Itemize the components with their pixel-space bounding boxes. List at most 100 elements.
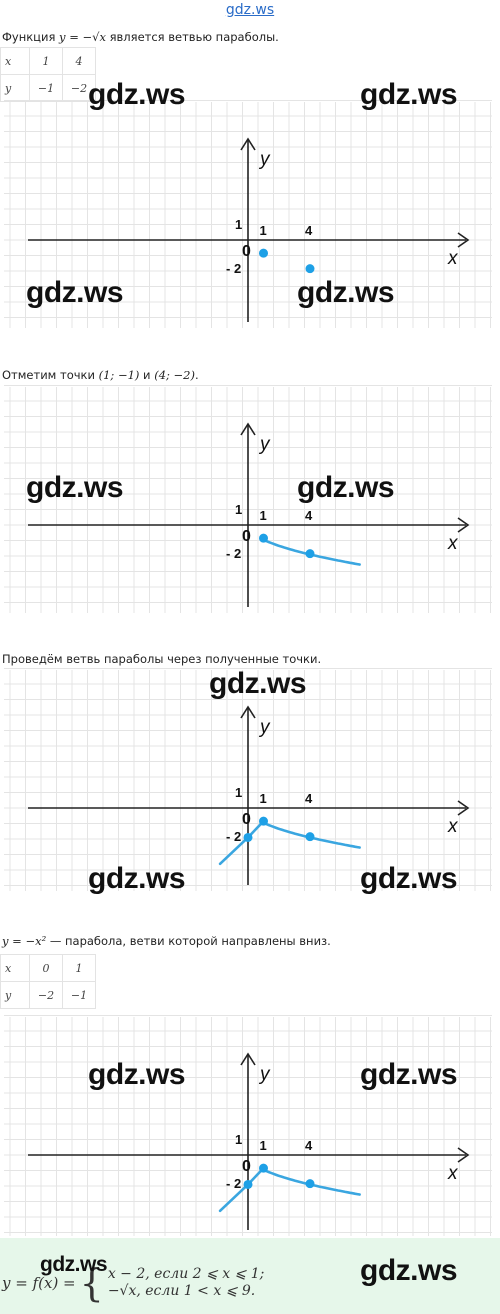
table-row: x 0 1 xyxy=(0,954,96,982)
step2-prefix: Отметим точки xyxy=(2,368,99,382)
point-0-m2 xyxy=(243,832,253,842)
tick-label-x4: 4 xyxy=(305,508,313,523)
answer-formula: y = f(x) = { x − 2, если 2 ⩽ x ⩽ 1; −√x,… xyxy=(2,1264,264,1302)
tick-label-x1: 1 xyxy=(260,508,267,523)
tick-label-ym2: - 2 xyxy=(226,261,241,276)
step1-prefix: Функция xyxy=(2,30,60,44)
watermark: gdz.ws xyxy=(88,862,186,895)
step1-text: Функция y = −√x является ветвью параболы… xyxy=(2,30,279,44)
tick-label-x4: 4 xyxy=(305,1138,313,1153)
table-cell: 4 xyxy=(62,47,96,75)
table-cell: y xyxy=(0,981,30,1009)
watermark: gdz.ws xyxy=(360,1058,458,1091)
x-axis-arrow xyxy=(457,517,470,533)
watermark: gdz.ws xyxy=(88,1058,186,1091)
step2-point1: (1; −1) xyxy=(98,368,140,382)
tick-label-y1: 1 xyxy=(235,217,242,232)
step2-and: и xyxy=(139,368,155,382)
x-axis-arrow xyxy=(457,232,470,248)
point-4-m2 xyxy=(305,832,315,842)
origin-label: 0 xyxy=(242,1158,251,1175)
x-axis-label: x xyxy=(447,533,459,554)
x-axis-label: x xyxy=(447,248,459,269)
answer-case-1: x − 2, если 2 ⩽ x ⩽ 1; xyxy=(107,1266,265,1282)
graph-both-branches: y x 01 4 1 - 2 xyxy=(4,668,492,891)
tick-label-ym2: - 2 xyxy=(226,546,241,561)
step1-suffix: является ветвью параболы. xyxy=(105,30,279,44)
point-1-m1 xyxy=(259,248,268,258)
watermark: gdz.ws xyxy=(26,471,124,504)
step4-value-table: x 0 1 y −2 −1 xyxy=(0,954,96,1009)
table-row: y −1 −2 xyxy=(0,74,96,102)
y-axis-label: y xyxy=(258,717,271,738)
table-row: y −2 −1 xyxy=(0,981,96,1009)
step4-suffix: — парабола, ветви которой направлены вни… xyxy=(46,934,331,948)
answer-box xyxy=(0,1238,500,1314)
point-1-m1 xyxy=(259,533,268,543)
graph-final: y x 01 4 1 - 2 xyxy=(4,1015,492,1236)
point-4-m2 xyxy=(305,549,315,559)
origin-label: 0 xyxy=(242,528,251,545)
point-1-m1 xyxy=(259,1163,268,1173)
step1-value-table: x 1 4 y −1 −2 xyxy=(0,47,96,102)
answer-lhs: y = f(x) = xyxy=(2,1274,76,1292)
y-axis-arrow xyxy=(240,1052,256,1066)
y-axis-label: y xyxy=(258,1064,271,1085)
step4-formula: y = −x² xyxy=(2,934,47,948)
x-axis-label: x xyxy=(447,1163,459,1184)
tick-label-x4: 4 xyxy=(305,223,313,238)
table-cell: x xyxy=(0,954,30,982)
step2-point2: (4; −2) xyxy=(154,368,195,382)
point-4-m2 xyxy=(305,1179,315,1189)
tick-label-ym2: - 2 xyxy=(226,829,241,844)
watermark: gdz.ws xyxy=(40,1253,108,1276)
watermark: gdz.ws xyxy=(360,78,458,111)
watermark: gdz.ws xyxy=(297,471,395,504)
site-title-link[interactable]: gdz.ws xyxy=(225,2,275,18)
point-4-m2 xyxy=(305,264,315,274)
tick-label-y1: 1 xyxy=(235,785,242,800)
origin-label: 0 xyxy=(242,811,251,828)
table-cell: 1 xyxy=(62,954,96,982)
y-axis-arrow xyxy=(240,422,256,436)
watermark: gdz.ws xyxy=(26,276,124,309)
table-cell: −2 xyxy=(62,74,96,102)
tick-label-ym2: - 2 xyxy=(226,1176,241,1191)
watermark: gdz.ws xyxy=(360,1254,458,1287)
tick-label-x1: 1 xyxy=(260,1138,267,1153)
point-1-m1 xyxy=(259,816,268,826)
step2-text: Отметим точки (1; −1) и (4; −2). xyxy=(2,368,199,382)
table-cell: 0 xyxy=(29,954,63,982)
brace-symbol: { xyxy=(79,1261,104,1305)
step1-formula: y = −√x xyxy=(59,30,106,44)
x-axis-label: x xyxy=(447,816,459,837)
step4-text: y = −x² — парабола, ветви которой направ… xyxy=(2,934,331,948)
watermark: gdz.ws xyxy=(209,667,307,700)
x-axis-arrow xyxy=(457,800,470,816)
tick-label-x4: 4 xyxy=(305,791,313,806)
y-axis-label: y xyxy=(258,434,271,455)
table-cell: y xyxy=(0,74,30,102)
table-row: x 1 4 xyxy=(0,47,96,75)
tick-label-x1: 1 xyxy=(260,791,267,806)
x-axis-arrow xyxy=(457,1147,470,1163)
tick-label-x1: 1 xyxy=(260,223,267,238)
answer-cases: x − 2, если 2 ⩽ x ⩽ 1; −√x, если 1 < x ⩽… xyxy=(108,1266,265,1300)
table-cell: −1 xyxy=(62,981,96,1009)
table-cell: 1 xyxy=(29,47,63,75)
step3-text: Проведём ветвь параболы через полученные… xyxy=(2,652,322,666)
graph-points: y x 01 4 1 - 2 xyxy=(4,100,492,328)
tick-label-y1: 1 xyxy=(235,1132,242,1147)
table-cell: −2 xyxy=(29,981,63,1009)
watermark: gdz.ws xyxy=(297,276,395,309)
y-axis-label: y xyxy=(258,149,271,170)
table-cell: x xyxy=(0,47,30,75)
table-cell: −1 xyxy=(29,74,63,102)
watermark: gdz.ws xyxy=(88,78,186,111)
origin-label: 0 xyxy=(242,243,251,260)
step2-end: . xyxy=(194,368,199,382)
y-axis-arrow xyxy=(240,705,256,719)
point-0-m2 xyxy=(243,1179,253,1189)
watermark: gdz.ws xyxy=(360,862,458,895)
